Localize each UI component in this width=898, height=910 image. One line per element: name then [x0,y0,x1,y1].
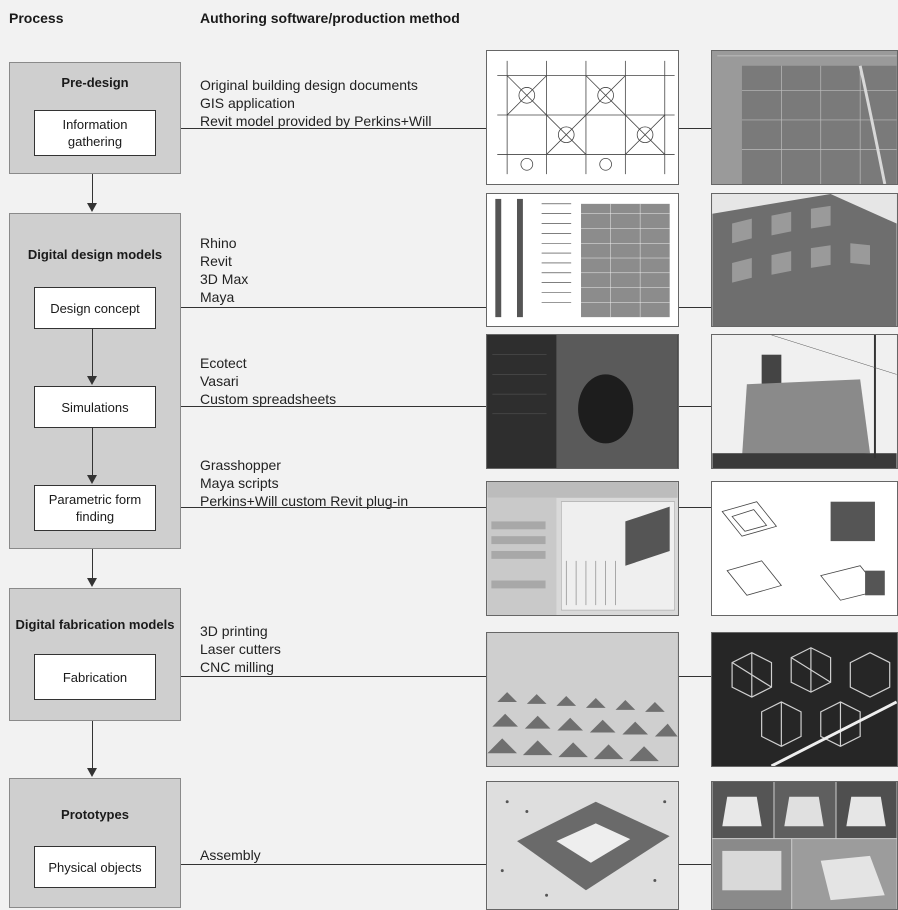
stage-title-digital-fabrication: Digital fabrication models [15,617,175,632]
tool-label: GIS application [200,95,295,111]
tool-label: Revit model provided by Perkins+Will [200,113,432,129]
connector-line [181,507,486,508]
authoring-header: Authoring software/production method [200,10,460,26]
tool-label: Custom spreadsheets [200,391,337,407]
stage-title-digital-design: Digital design models [27,247,163,262]
parametric-software-screenshot [486,481,679,616]
step-information-gathering: Information gathering [34,110,156,156]
tools-fabrication: 3D printing Laser cutters CNC milling [200,622,281,676]
building-facade-photo [711,193,898,327]
tool-label: Assembly [200,847,261,863]
stage-title-predesign: Pre-design [61,75,129,90]
connector-line [679,406,711,407]
connector-line [181,864,486,865]
tools-information-gathering: Original building design documents GIS a… [200,76,431,130]
tool-label: Perkins+Will custom Revit plug-in [200,493,409,509]
architectural-plan-drawing [486,50,679,185]
tool-label: Grasshopper [200,457,281,473]
tools-simulations: Ecotect Vasari Custom spreadsheets [200,354,336,408]
arrow-line [92,721,93,769]
step-parametric-form-finding: Parametric form finding [34,485,156,531]
facade-fin-elevations [486,193,679,327]
connector-line [181,128,486,129]
tool-label: Maya [200,289,235,305]
3d-printed-panel-closeup [486,632,679,767]
building-exterior-photo [711,334,898,469]
arrow-line [92,329,93,377]
tool-label: Original building design documents [200,77,418,93]
connector-line [679,864,711,865]
tool-label: 3D printing [200,623,268,639]
connector-line [679,676,711,677]
tool-label: Maya scripts [200,475,279,491]
arrow-down-icon [87,203,97,212]
tool-label: Laser cutters [200,641,281,657]
arrow-down-icon [87,578,97,587]
prototype-photo-collage [711,781,898,910]
arrow-down-icon [87,475,97,484]
process-header: Process [9,10,64,26]
step-design-concept: Design concept [34,287,156,329]
tools-design-concept: Rhino Revit 3D Max Maya [200,234,248,306]
tools-physical: Assembly [200,846,261,864]
arrow-down-icon [87,768,97,777]
milled-prototype-photo [486,781,679,910]
simulation-software-screenshot [486,334,679,469]
connector-line [679,507,711,508]
connector-line [679,307,711,308]
tool-label: Rhino [200,235,237,251]
tool-label: Revit [200,253,232,269]
laser-cut-lattice-photo [711,632,898,767]
tool-label: 3D Max [200,271,249,287]
connector-line [181,307,486,308]
panel-render-diagrams [711,481,898,616]
connector-line [181,676,486,677]
arrow-down-icon [87,376,97,385]
arrow-line [92,428,93,476]
arrow-line [92,549,93,579]
step-fabrication: Fabrication [34,654,156,700]
tool-label: Ecotect [200,355,247,371]
connector-line [679,128,711,129]
tool-label: Vasari [200,373,239,389]
step-simulations: Simulations [34,386,156,428]
tools-parametric: Grasshopper Maya scripts Perkins+Will cu… [200,456,408,510]
tool-label: CNC milling [200,659,274,675]
arrow-line [92,174,93,204]
stage-title-prototypes: Prototypes [61,807,129,822]
connector-line [181,406,486,407]
gis-map [711,50,898,185]
stage-prototypes: Prototypes [9,778,181,908]
step-physical-objects: Physical objects [34,846,156,888]
